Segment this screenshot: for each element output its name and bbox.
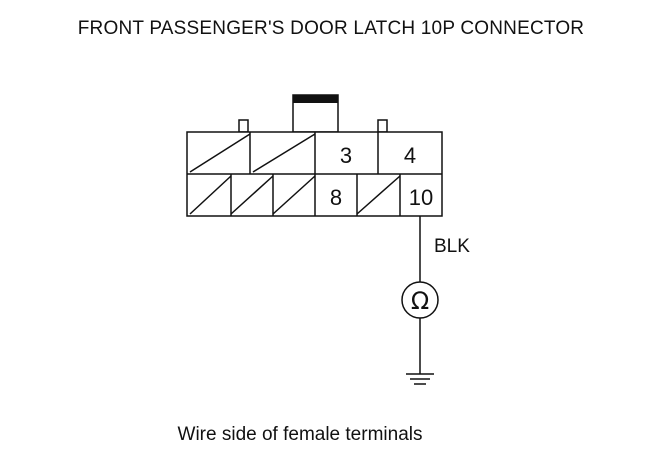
ohmmeter-icon: Ω	[401, 281, 439, 319]
terminal-4-label: 4	[404, 143, 416, 168]
terminal-3-label: 3	[340, 143, 352, 168]
diagram-title: FRONT PASSENGER'S DOOR LATCH 10P CONNECT…	[77, 18, 585, 39]
ohm-symbol: Ω	[411, 287, 429, 315]
diagram-caption: Wire side of female terminals	[177, 424, 423, 445]
cavity-2-unused	[252, 133, 316, 173]
cavity-7-unused	[272, 175, 316, 215]
connector-body	[186, 94, 443, 217]
terminal-10-label: 10	[409, 185, 433, 210]
guide-tab-right	[377, 119, 388, 133]
ground-icon	[406, 373, 434, 385]
wire-color-label: BLK	[434, 236, 470, 257]
lock-tab-bar	[293, 95, 338, 103]
terminal-8-label: 8	[330, 185, 342, 210]
cavity-6-unused	[230, 175, 274, 215]
guide-tab-left	[238, 119, 249, 133]
cavity-9-unused	[356, 175, 401, 215]
cavity-1-unused	[189, 133, 251, 173]
cavity-5-unused	[189, 175, 232, 215]
